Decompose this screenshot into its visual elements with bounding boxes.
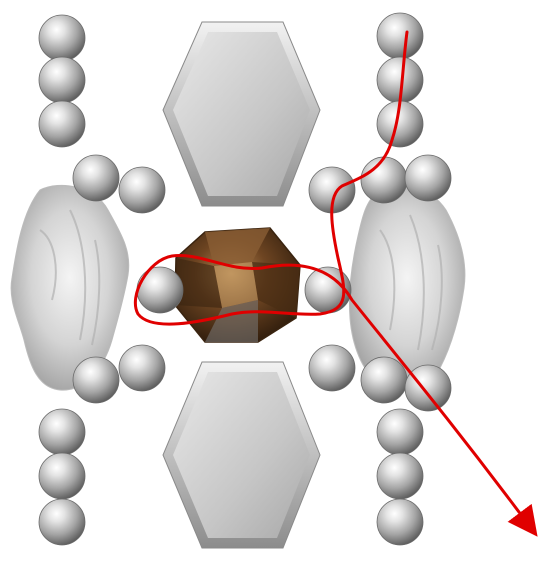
sphere [376, 408, 424, 456]
sphere [404, 364, 452, 412]
sphere [38, 408, 86, 456]
sphere [376, 12, 424, 60]
sphere [404, 154, 452, 202]
sphere [376, 452, 424, 500]
sphere [72, 154, 120, 202]
sphere [38, 14, 86, 62]
sphere [38, 452, 86, 500]
sphere [72, 356, 120, 404]
hexagon-plate-top [162, 21, 321, 207]
rock-fragment-left [10, 184, 130, 391]
sphere [118, 166, 166, 214]
central-crystal [174, 227, 301, 343]
sphere [376, 498, 424, 546]
sphere [38, 498, 86, 546]
sphere [308, 344, 356, 392]
sphere [360, 356, 408, 404]
sphere [38, 100, 86, 148]
sphere [136, 266, 184, 314]
rock-fragment-right [348, 185, 466, 392]
sphere [360, 156, 408, 204]
red-path-arrow [133, 30, 538, 537]
sphere-chain [38, 12, 452, 546]
hexagon-plate-bottom [162, 361, 321, 549]
sphere [38, 56, 86, 104]
sphere [118, 344, 166, 392]
